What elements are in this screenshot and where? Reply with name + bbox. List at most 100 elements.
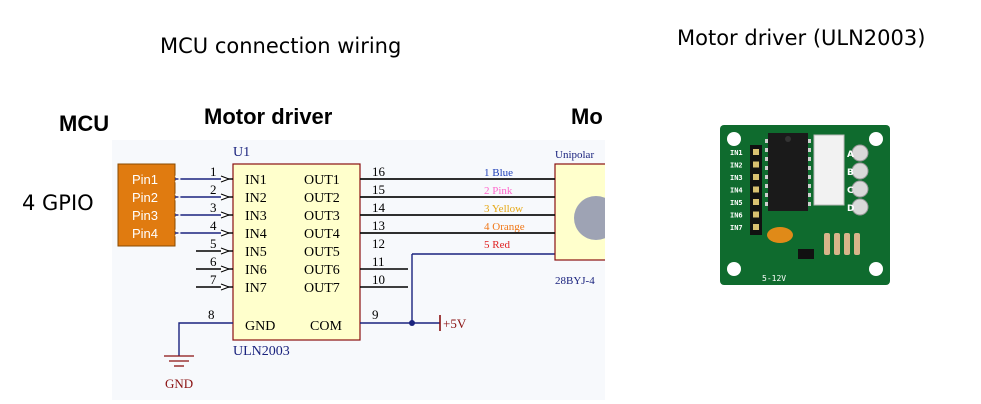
output-pin-name: OUT5 [304, 245, 340, 260]
gnd-label: GND [165, 376, 193, 391]
mount-hole-bl [727, 262, 741, 276]
output-pin-name: OUT4 [304, 227, 340, 242]
chip-leg [765, 193, 768, 197]
output-pin-number: 16 [372, 164, 386, 179]
mcu-pin-block [117, 163, 176, 247]
input-pin-name: IN7 [245, 281, 267, 296]
chip-leg [808, 139, 811, 143]
board-pin-label: IN3 [730, 174, 743, 182]
mount-hole-br [869, 262, 883, 276]
mcu-pin-label: Pin3 [132, 208, 158, 223]
chip-leg [808, 175, 811, 179]
led-label: B [847, 168, 854, 178]
status-led [851, 180, 869, 198]
input-pin-number: 6 [210, 254, 217, 269]
motor-header-label: Mo [571, 104, 603, 129]
output-pin-number: 14 [372, 200, 386, 215]
input-pin-name: IN6 [245, 263, 267, 278]
motor-wire-label: 4 Orange [484, 221, 525, 233]
chip-leg [808, 166, 811, 170]
input-pin-number: 5 [210, 236, 217, 251]
ic-chip [768, 133, 808, 211]
output-pin-name: OUT6 [304, 263, 340, 278]
status-led [851, 162, 869, 180]
header-pin [753, 149, 759, 155]
pin-arrow-mark [174, 229, 181, 237]
uln2003-ic-body [232, 163, 361, 341]
chip-leg [765, 175, 768, 179]
input-pin-name: IN3 [245, 209, 267, 224]
motor-wire-label: 3 Yellow [484, 203, 523, 215]
vcc-label: +5V [443, 316, 467, 331]
gpio-label: 4 GPIO [22, 191, 94, 215]
pin-arrow-mark [174, 175, 181, 183]
driver-header-label: Motor driver [204, 104, 333, 129]
chip-leg [765, 184, 768, 188]
board-pin-label: IN6 [730, 212, 743, 220]
chip-leg [808, 148, 811, 152]
mcu-pin-label: Pin2 [132, 190, 158, 205]
input-pin-number: 1 [210, 164, 217, 179]
ground-symbol [164, 355, 194, 367]
input-pin-number: 3 [210, 200, 217, 215]
resistor [824, 233, 830, 255]
mount-hole-tl [727, 132, 741, 146]
motor-type-label: Unipolar [555, 149, 594, 161]
input-arrow [220, 265, 231, 273]
pin-arrow-mark [174, 211, 181, 219]
chip-leg [765, 166, 768, 170]
gnd-wire [178, 322, 233, 356]
status-led [851, 144, 869, 162]
resistor [834, 233, 840, 255]
diagram-title-right: Motor driver (ULN2003) [677, 26, 926, 50]
chip-leg [765, 202, 768, 206]
header-pin [753, 161, 759, 168]
chip-leg [808, 157, 811, 161]
header-pin [753, 211, 759, 218]
voltage-label: 5-12V [762, 274, 786, 283]
mcu-pin-label: Pin1 [132, 172, 158, 187]
input-arrow [220, 211, 231, 219]
input-pin-name: IN4 [245, 227, 267, 242]
diagram-title-left: MCU connection wiring [160, 34, 402, 58]
input-pin-name: IN2 [245, 191, 267, 206]
motor-wire-label: 1 Blue [484, 167, 513, 179]
com-pin-name: COM [310, 319, 342, 334]
motor-wire-label: 2 Pink [484, 185, 513, 197]
input-pin-name: IN5 [245, 245, 267, 260]
motor-rotor [574, 196, 605, 240]
motor-model-label: 28BYJ-4 [555, 275, 595, 287]
led-label: A [847, 150, 854, 160]
chip-leg [765, 139, 768, 143]
input-arrow [220, 283, 231, 291]
input-pin-number: 2 [210, 182, 217, 197]
junction-dot [409, 320, 415, 326]
chip-leg [808, 193, 811, 197]
chip-leg [765, 148, 768, 152]
chip-leg [765, 157, 768, 161]
input-arrow [220, 247, 231, 255]
capacitor [767, 227, 793, 243]
chip-leg [808, 184, 811, 188]
input-arrow [220, 193, 231, 201]
power-jumper [798, 249, 814, 259]
mcu-pin-label: Pin4 [132, 226, 158, 241]
output-pin-name: OUT2 [304, 191, 340, 206]
input-arrow [220, 229, 231, 237]
header-pin [753, 199, 759, 205]
output-pin-name: OUT7 [304, 281, 340, 296]
chip-leg [808, 202, 811, 206]
header-pin [753, 174, 759, 180]
output-pin-name: OUT1 [304, 173, 340, 188]
board-pin-label: IN5 [730, 199, 743, 207]
status-led [851, 198, 869, 216]
board-pin-label: IN4 [730, 187, 743, 195]
input-arrow [220, 175, 231, 183]
com-pin-number: 9 [372, 307, 379, 322]
motor-connector [813, 134, 845, 206]
output-pin-number: 12 [372, 236, 385, 251]
board-pin-label: IN1 [730, 149, 743, 157]
resistor [844, 233, 850, 255]
